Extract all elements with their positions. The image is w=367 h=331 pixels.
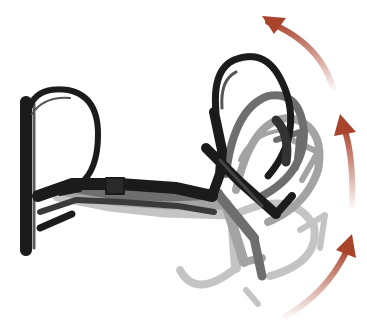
motion-arrow-upper [262,16,334,92]
left-loop [30,89,98,184]
current-pose [26,57,292,250]
motion-arrow-middle [334,114,356,210]
